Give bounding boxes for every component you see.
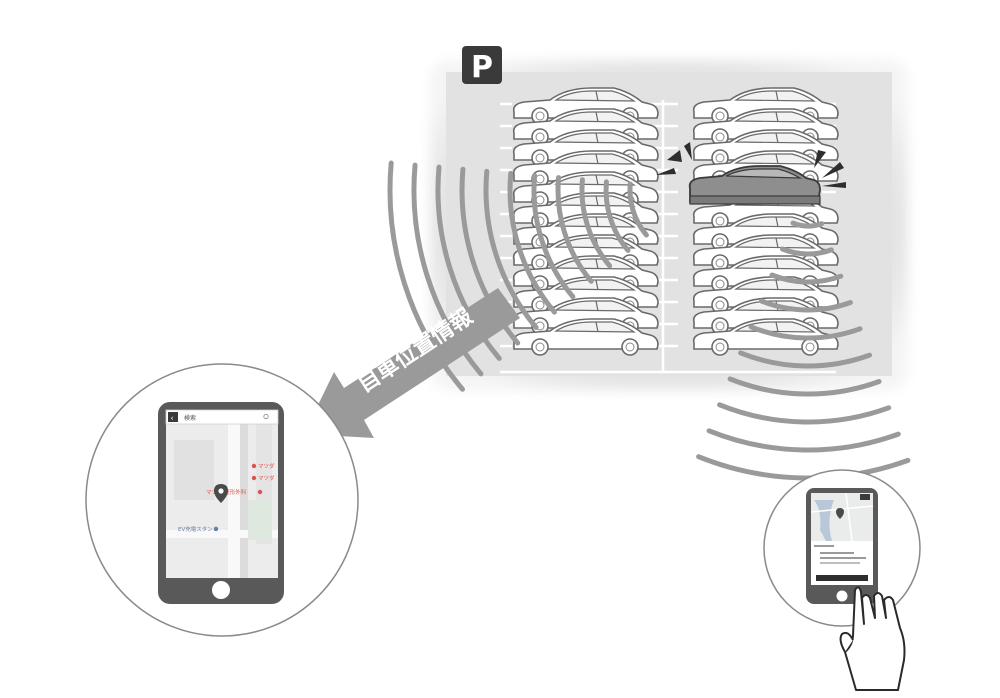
car-location-pin-icon	[214, 484, 228, 503]
map-label-4: EV充電スタンド	[178, 525, 218, 533]
map-label-1: マツダ	[258, 462, 275, 470]
own-car-highlighted	[688, 165, 821, 205]
left-phone-zoom: ‹ 検索 マツダ マツダ マツダ 整形外科 EV充電スタンド	[85, 363, 359, 637]
car-alert-flash-right	[814, 150, 846, 188]
map-label-2: マツダ	[258, 474, 275, 482]
search-bar[interactable]: ‹ 検索	[165, 409, 279, 425]
parking-sign-letter: P	[471, 50, 493, 85]
signal-waves-to-right-phone	[696, 220, 911, 481]
mini-map	[810, 492, 874, 542]
search-icon[interactable]	[263, 413, 269, 420]
hand-tapping-icon	[839, 586, 906, 691]
info-panel	[811, 541, 873, 585]
parking-sign: P	[462, 46, 502, 85]
search-text: 検索	[184, 414, 196, 422]
right-phone-zoom	[763, 469, 921, 691]
back-arrow-icon[interactable]: ‹	[171, 414, 174, 423]
confirm-button[interactable]	[816, 575, 868, 581]
car-alert-flash-left	[656, 142, 692, 175]
